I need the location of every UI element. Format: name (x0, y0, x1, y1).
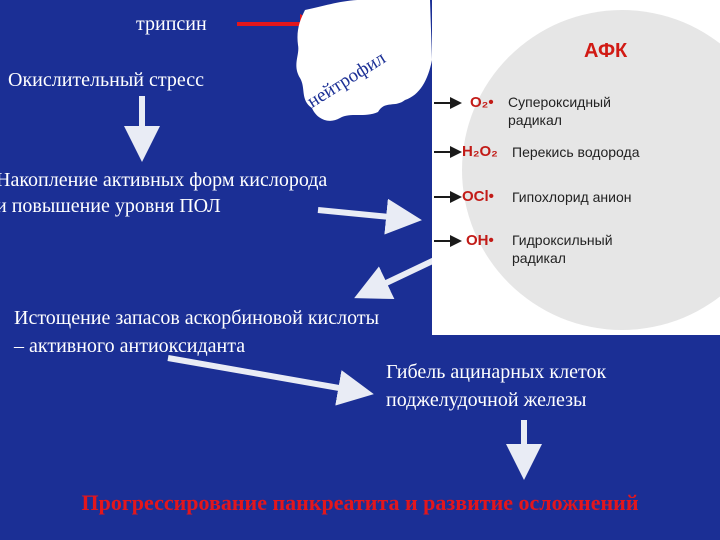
afk-formula-peroxide: H₂O₂ (462, 143, 498, 160)
afk-circle (462, 10, 720, 330)
afk-title: АФК (584, 40, 628, 62)
oxidative-stress-label: Окислительный стресс (8, 69, 204, 91)
afk-name-hydroxyl-1: Гидроксильный (512, 232, 613, 248)
neutrophil-label: нейтрофил (304, 47, 390, 112)
afk-name-hypochlorite: Гипохлорид анион (512, 189, 632, 205)
depletion-line2: – активного антиоксиданта (14, 335, 246, 357)
cell-death-line2: поджелудочной железы (386, 389, 587, 411)
final-outcome: Прогрессирование панкреатита и развитие … (81, 490, 639, 515)
depletion-line1: Истощение запасов аскорбиновой кислоты (14, 307, 380, 329)
afk-name-peroxide: Перекись водорода (512, 144, 640, 160)
arrow-afk-to-depletion (354, 252, 447, 299)
cell-death-line1: Гибель ацинарных клеток (386, 361, 607, 383)
accumulation-line2: и повышение уровня ПОЛ (0, 195, 221, 217)
afk-diagram (434, 10, 720, 330)
arrow-accumulation-to-afk (317, 198, 422, 235)
neutrophil-label-svg: нейтрофил (304, 47, 390, 112)
afk-name-superoxide-1: Супероксидный (508, 94, 611, 110)
afk-panel: АФК O₂• Супероксидный радикал H₂O₂ Перек… (432, 0, 720, 335)
arrow-depletion-to-death (167, 355, 374, 406)
accumulation-line1: Накопление активных форм кислорода (0, 169, 328, 191)
afk-formula-superoxide: O₂• (470, 94, 494, 111)
afk-name-hydroxyl-2: радикал (512, 250, 566, 266)
afk-formula-hypochlorite: OCl• (462, 188, 494, 205)
afk-formula-hydroxyl: OH• (466, 232, 494, 249)
trypsin-label: трипсин (136, 13, 207, 35)
afk-name-superoxide-2: радикал (508, 112, 562, 128)
